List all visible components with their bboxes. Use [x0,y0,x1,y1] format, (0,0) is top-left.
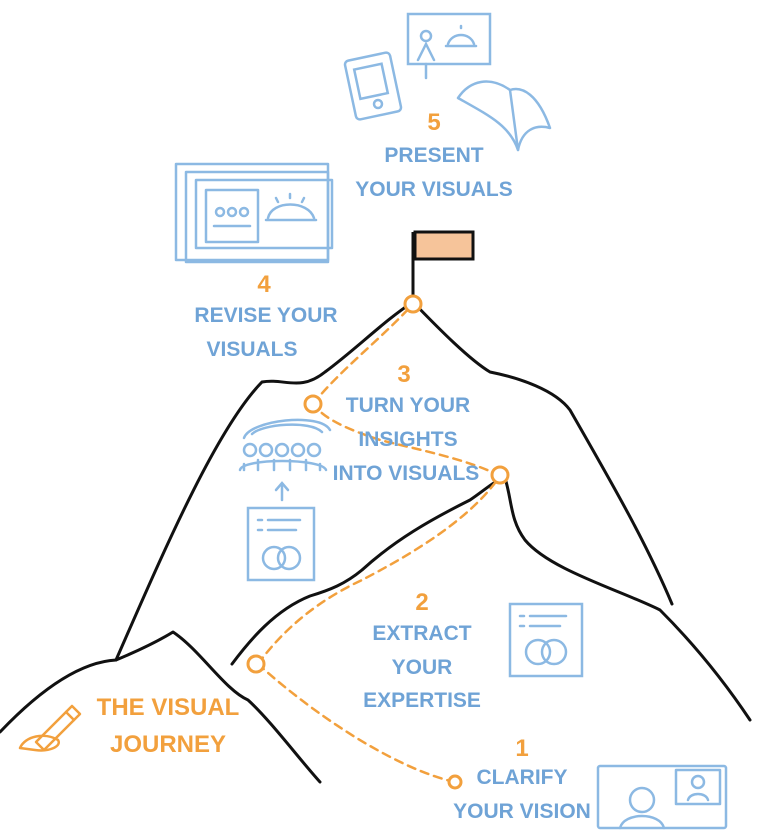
step-2-number: 2 [415,589,428,616]
presentation-screen-icon [406,12,492,80]
title-label: THE VISUAL JOURNEY [97,694,240,758]
step-1-label: 1 CLARIFY YOUR VISION [453,735,591,823]
up-arrow-icon [274,481,290,502]
workshop-group-icon [238,418,332,472]
summit-flag-icon [411,230,475,296]
video-call-icon [596,764,728,830]
path-segment-mid-top [311,302,415,406]
waypoint-4 [303,394,323,414]
waypoint-2 [246,654,266,674]
title-line-1: THE VISUAL [97,694,240,721]
step-3-line-2: INSIGHTS [358,428,457,451]
step-4-line-2: VISUALS [206,338,297,361]
left-mountain-outline [0,630,322,784]
step-1-number: 1 [515,735,528,762]
step-2-label: 2 EXTRACT YOUR EXPERTISE [363,589,481,712]
pencil-icon [18,704,82,752]
step-5-line-2: YOUR VISUALS [355,178,513,201]
step-4-number: 4 [257,271,271,298]
step-3-number: 3 [397,361,410,388]
step-5-number: 5 [427,109,440,136]
waypoints [246,294,510,790]
step-2-line-3: EXPERTISE [363,689,481,712]
slides-stack-icon [174,162,334,264]
document-venn-icon-2 [246,506,316,582]
step-2-line-2: YOUR [392,656,453,679]
path-segment-2-3 [256,474,502,666]
open-book-icon [456,80,552,152]
step-3-line-3: INTO VISUALS [333,462,480,485]
step-4-line-1: REVISE YOUR [194,304,337,327]
step-2-line-1: EXTRACT [372,622,471,645]
path-segment-3-mid [311,402,502,478]
middle-mountain-outline [230,476,752,722]
step-5-line-1: PRESENT [384,144,483,167]
title-line-2: JOURNEY [110,731,226,758]
waypoint-5 [403,294,423,314]
step-3-label: 3 TURN YOUR INSIGHTS INTO VISUALS [333,361,480,485]
step-4-label: 4 REVISE YOUR VISUALS [194,271,337,361]
step-1-line-1: CLARIFY [477,766,568,789]
waypoint-3 [490,465,510,485]
step-3-line-1: TURN YOUR [346,394,470,417]
waypoint-1 [447,774,463,790]
journey-path [256,302,502,784]
step-5-label: 5 PRESENT YOUR VISUALS [355,109,513,201]
tablet-icon [343,51,403,121]
path-segment-1-2 [256,662,457,784]
step-1-line-2: YOUR VISION [453,800,591,823]
document-venn-icon [508,602,584,678]
